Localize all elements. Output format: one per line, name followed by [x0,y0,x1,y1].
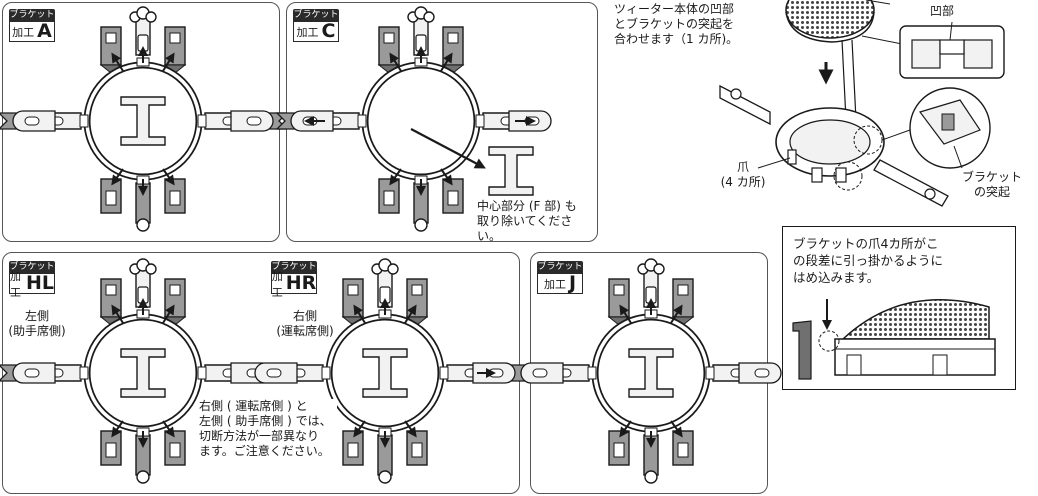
tag-top: ブラケット [537,261,583,274]
claw-label-line-2: (4 カ所) [720,175,766,189]
assembly-instruction-line-3: 合わせます（1 カ所)。 [614,32,739,46]
assembly-instruction-line-2: とブラケットの突起を [614,17,735,31]
tag-top: ブラケット [271,261,317,274]
fit-box-line-1: ブラケットの爪4カ所がこ [793,236,939,251]
tag-kakou: 加工 [12,25,35,39]
hl-side-line-2: (助手席側) [8,324,66,338]
bracket-diagram-a [0,3,288,243]
hr-side-line-1: 右側 [292,309,317,323]
hl-side-label: 左側 (助手席側) [3,309,71,339]
tag-top: ブラケット [9,9,55,22]
fit-diagram [792,299,996,380]
assembly-instruction-line-1: ツィーター本体の凹部 [614,2,735,16]
recess-label: 凹部 [930,4,955,18]
hl-hr-note: 右側 ( 運転席側 ) と 左側 ( 助手席側 ) では、 切断方法が一部異なり… [199,399,337,459]
protrusion-label: ブラケット の突起 [950,170,1034,200]
tag-letter: HR [285,272,317,294]
tag-kakou: 加工 [271,269,283,299]
tag-letter: HL [25,272,54,294]
tag-letter: J [568,272,577,294]
fit-box-line-2: の段差に引っ掛かるように [793,253,944,268]
hr-side-label: 右側 (運転席側) [267,309,343,339]
hr-side-line-2: (運転席側) [276,324,334,338]
hl-hr-note-line-2: 左側 ( 助手席側 ) では、 [199,414,332,428]
assembly-instruction: ツィーター本体の凹部 とブラケットの突起を 合わせます（1 カ所)。 [614,2,784,47]
tag-letter: C [321,20,336,42]
bracket-diagram-j [520,253,782,495]
protrusion-label-line-1: ブラケット [961,170,1022,184]
hl-hr-note-line-3: 切断方法が一部異なり [199,429,320,443]
hl-hr-note-line-1: 右側 ( 運転席側 ) と [199,399,308,413]
c-note-line-2: 取り除いてください。 [477,214,573,243]
fit-box: ブラケットの爪4カ所がこ の段差に引っ掛かるように はめ込みます。 [782,226,1016,390]
assembly-diagram [719,0,1005,207]
tag-top: ブラケット [9,261,55,274]
fit-box-text: ブラケットの爪4カ所がこ の段差に引っ掛かるように はめ込みます。 [793,235,1009,286]
tag-kakou: 加工 [296,25,319,39]
bracket-diagram-hl [0,253,530,495]
hl-hr-note-line-4: ます。ご注意ください。 [199,444,330,458]
tag-kakou: 加工 [543,277,566,291]
c-note-line-1: 中心部分 (F 部) も [477,199,577,213]
claw-label-line-1: 爪 [736,160,749,174]
bracket-diagram-c [276,3,552,243]
fit-box-line-3: はめ込みます。 [793,270,880,285]
claw-label: 爪 (4 カ所) [712,160,774,190]
c-note: 中心部分 (F 部) も 取り除いてください。 [477,199,595,244]
tag-top: ブラケット [293,9,339,22]
hl-side-line-1: 左側 [24,309,49,323]
tag-kakou: 加工 [10,269,21,299]
protrusion-label-line-2: の突起 [973,185,1010,199]
tag-letter: A [37,20,52,42]
